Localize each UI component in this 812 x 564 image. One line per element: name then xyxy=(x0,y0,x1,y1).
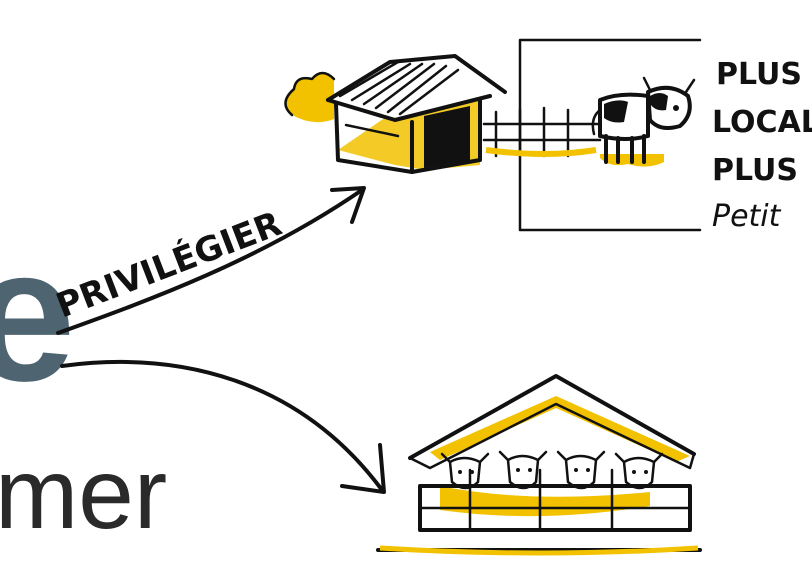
cropped-word-mer: mer xyxy=(0,438,167,550)
small-farm-scene: PLUS LOCAL PLUS Petit xyxy=(284,38,812,234)
arrow-label: PRIVILÉGIER xyxy=(51,203,287,326)
caption-line-3: PLUS xyxy=(712,153,798,188)
fence-icon xyxy=(482,106,602,158)
factory-farm-icon xyxy=(376,374,702,556)
caption-line-1: PLUS xyxy=(716,57,802,92)
lower-arrow xyxy=(60,360,386,494)
cow-head-1 xyxy=(440,452,490,490)
cow-head-2 xyxy=(498,450,548,490)
cow-icon xyxy=(591,76,696,167)
cow-head-3 xyxy=(556,450,606,490)
upper-arrow xyxy=(56,186,366,335)
caption-line-4: Petit xyxy=(712,199,782,234)
bush-icon xyxy=(284,71,336,123)
caption-line-2: LOCAL xyxy=(712,105,812,140)
small-farm-caption: PLUS LOCAL PLUS Petit xyxy=(712,57,812,234)
cow-head-4 xyxy=(614,452,664,490)
cropped-letter-e: e xyxy=(0,209,76,421)
barn-icon xyxy=(326,54,507,174)
